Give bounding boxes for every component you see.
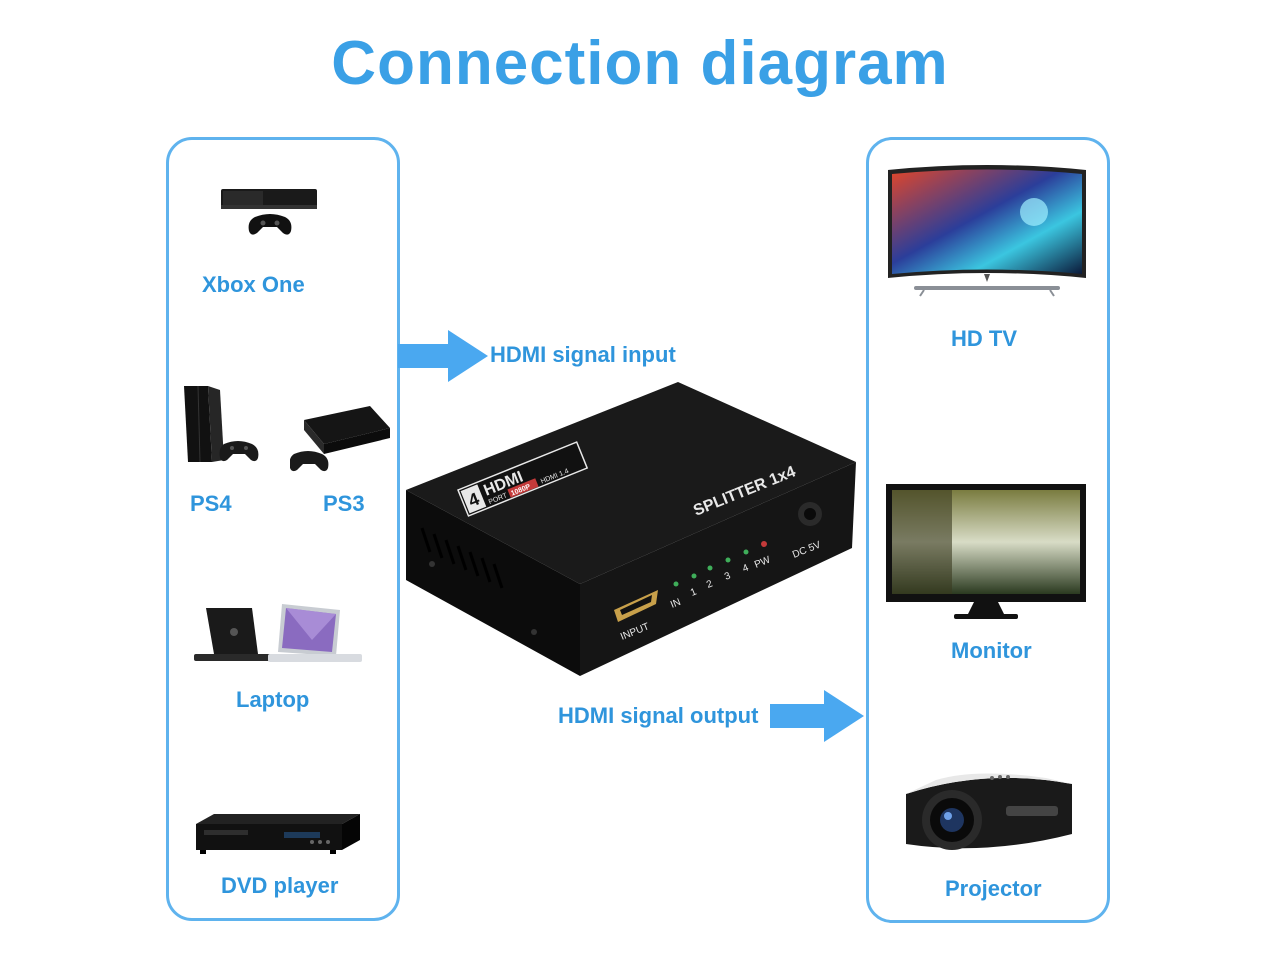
hd-tv-label: HD TV <box>951 326 1017 351</box>
laptop-icon <box>194 604 362 662</box>
xbox-one-icon <box>221 189 317 235</box>
ps3-label: PS3 <box>323 491 365 516</box>
page-title: Connection diagram <box>331 29 949 98</box>
dvd-player-label: DVD player <box>221 873 339 898</box>
hd-tv-icon <box>888 165 1086 297</box>
hdmi-signal-input-label: HDMI signal input <box>490 342 676 367</box>
splitter-led-1-label: 1 <box>689 586 699 598</box>
xbox-one-label: Xbox One <box>202 272 305 297</box>
source-devices-panel <box>166 137 400 921</box>
output-arrow-icon <box>770 690 864 742</box>
hdmi-signal-output-label: HDMI signal output <box>558 703 759 728</box>
ps3-icon <box>290 406 390 472</box>
input-arrow-icon <box>398 330 488 382</box>
monitor-icon <box>886 484 1086 619</box>
splitter-led-4-label: 4 <box>741 562 751 574</box>
ps4-label: PS4 <box>190 491 232 516</box>
monitor-label: Monitor <box>951 638 1032 663</box>
splitter-led-3-label: 3 <box>723 570 733 582</box>
hdmi-splitter-device: 4 HDMI PORT 1080P HDMI 1.4 SPLITTER 1x4 … <box>406 382 856 676</box>
projector-icon <box>906 773 1072 850</box>
laptop-label: Laptop <box>236 687 310 712</box>
projector-label: Projector <box>945 876 1042 901</box>
ps4-icon <box>184 385 259 463</box>
dvd-player-icon <box>196 814 360 854</box>
splitter-led-2-label: 2 <box>705 578 715 590</box>
splitter-led-in-label: IN <box>669 597 682 611</box>
